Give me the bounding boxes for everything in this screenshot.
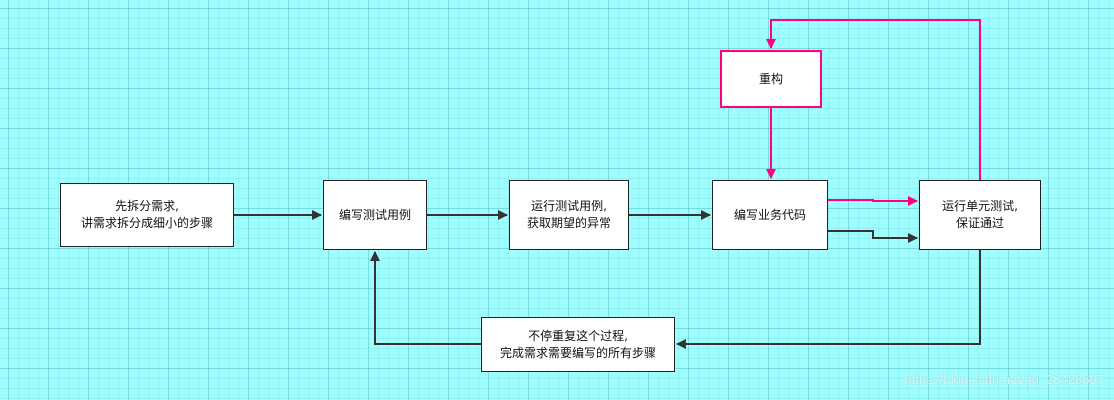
node-write-business-code: 编写业务代码 — [712, 180, 828, 250]
edge-code-to-unit-pink — [828, 196, 918, 206]
node-run-test-cases: 运行测试用例, 获取期望的异常 — [509, 180, 629, 250]
node-refactor: 重构 — [720, 50, 822, 108]
node-run-unit-tests: 运行单元测试, 保证通过 — [919, 180, 1041, 250]
node-write-test-cases-label: 编写测试用例 — [338, 207, 411, 222]
node-split-requirements-label: 先拆分需求, 讲需求拆分成细小的步骤 — [80, 199, 213, 230]
watermark: https://blog.csdn.net/qq_28428687 — [904, 372, 1105, 387]
node-write-test-cases: 编写测试用例 — [323, 180, 427, 250]
edge-repeat-to-test — [370, 251, 481, 345]
node-run-test-cases-label: 运行测试用例, 获取期望的异常 — [526, 199, 611, 230]
node-repeat-process-label: 不停重复这个过程, 完成需求需要编写的所有步骤 — [499, 328, 656, 360]
node-split-requirements: 先拆分需求, 讲需求拆分成细小的步骤 — [60, 183, 234, 247]
node-run-unit-tests-label: 运行单元测试, 保证通过 — [942, 199, 1018, 230]
edge-unit-to-repeat — [676, 250, 981, 349]
node-repeat-process: 不停重复这个过程, 完成需求需要编写的所有步骤 — [481, 317, 675, 372]
node-refactor-label: 重构 — [758, 71, 783, 86]
edge-code-to-unit-dark — [828, 230, 918, 243]
node-write-business-code-label: 编写业务代码 — [733, 207, 806, 222]
edge-unit-to-refactor — [766, 19, 981, 180]
